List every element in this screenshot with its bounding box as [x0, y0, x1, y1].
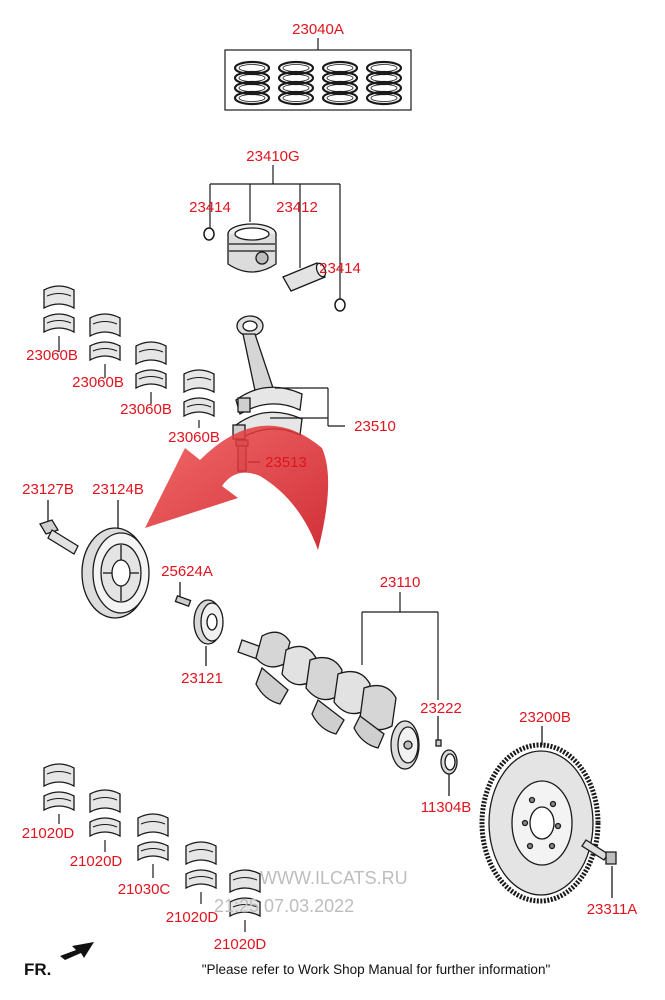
label-piston-pin[interactable]: 23412: [276, 199, 318, 216]
crank-sprocket: [193, 599, 224, 666]
conrod-bearing-2: [89, 313, 121, 378]
label-conrod-bearing-4[interactable]: 23060B: [168, 429, 220, 446]
label-conrod-bearing-3[interactable]: 23060B: [120, 401, 172, 418]
label-seal[interactable]: 11304B: [421, 799, 472, 816]
flywheel-bolt: [581, 839, 617, 898]
piston: [227, 223, 277, 273]
label-pulley-bolt[interactable]: 23127B: [22, 481, 74, 498]
label-conrod-bolt[interactable]: 23513: [265, 454, 307, 471]
label-flywheel[interactable]: 23200B: [519, 709, 571, 726]
pulley-bolt: [39, 500, 79, 555]
watermark-site: WWW.ILCATS.RU: [260, 868, 408, 888]
ring-stack-3: [321, 60, 359, 106]
crankshaft-pin: [435, 716, 442, 747]
main-bearing-1: [43, 763, 75, 824]
main-bearing-3: [185, 841, 217, 904]
label-main-bearing-3[interactable]: 21020D: [166, 909, 219, 926]
front-indicator: FR.: [24, 960, 51, 979]
label-conrod-bearing-1[interactable]: 23060B: [26, 347, 78, 364]
crankshaft: [237, 631, 420, 770]
snap-ring-left: [203, 227, 215, 241]
piston-pin: [282, 262, 327, 292]
main-bearing-4: [229, 869, 261, 932]
oil-seal: [440, 749, 458, 796]
crankshaft-bracket: [361, 592, 439, 700]
label-rings[interactable]: 23040A: [292, 21, 344, 38]
ring-stack-4: [365, 60, 403, 106]
label-crankshaft[interactable]: 23110: [380, 574, 421, 591]
label-piston-assy[interactable]: 23410G: [246, 148, 299, 165]
snap-ring-right: [334, 298, 346, 312]
conrod-bearing-4: [183, 369, 215, 428]
conrod-bearing-1: [43, 285, 75, 352]
piston-ring-set: [224, 38, 412, 111]
label-conrod-bearing-2[interactable]: 23060B: [72, 374, 124, 391]
label-main-bearing-4[interactable]: 21020D: [214, 936, 267, 953]
label-conrod[interactable]: 23510: [354, 418, 396, 435]
label-snap-ring-left[interactable]: 23414: [189, 199, 231, 216]
woodruff-key: [174, 582, 192, 608]
label-main-bearing-2[interactable]: 21020D: [70, 853, 123, 870]
footer-note: "Please refer to Work Shop Manual for fu…: [202, 962, 551, 977]
ring-stack-2: [277, 60, 315, 106]
label-snap-ring-right[interactable]: 23414: [319, 260, 361, 277]
conrod-bracket: [270, 387, 345, 427]
label-key[interactable]: 25624A: [161, 563, 213, 580]
connecting-rod: [232, 315, 303, 440]
ring-stack-1: [233, 60, 271, 106]
damper-pulley: [81, 500, 150, 619]
assembly-direction-arrow: [145, 425, 329, 550]
thrust-bearing: [137, 813, 169, 878]
label-pin[interactable]: 23222: [420, 700, 462, 717]
label-thrust-bearing[interactable]: 21030C: [118, 881, 171, 898]
label-damper-pulley[interactable]: 23124B: [92, 481, 144, 498]
watermark-timestamp: 21:25 07.03.2022: [214, 896, 354, 916]
main-bearing-2: [89, 789, 121, 852]
label-flywheel-bolt[interactable]: 23311A: [587, 901, 638, 918]
piston-assembly: [209, 165, 341, 300]
label-sprocket[interactable]: 23121: [181, 670, 223, 687]
label-main-bearing-1[interactable]: 21020D: [22, 825, 75, 842]
flywheel: [479, 726, 601, 904]
front-arrow-icon: [60, 942, 94, 960]
conrod-bearing-3: [135, 341, 167, 404]
